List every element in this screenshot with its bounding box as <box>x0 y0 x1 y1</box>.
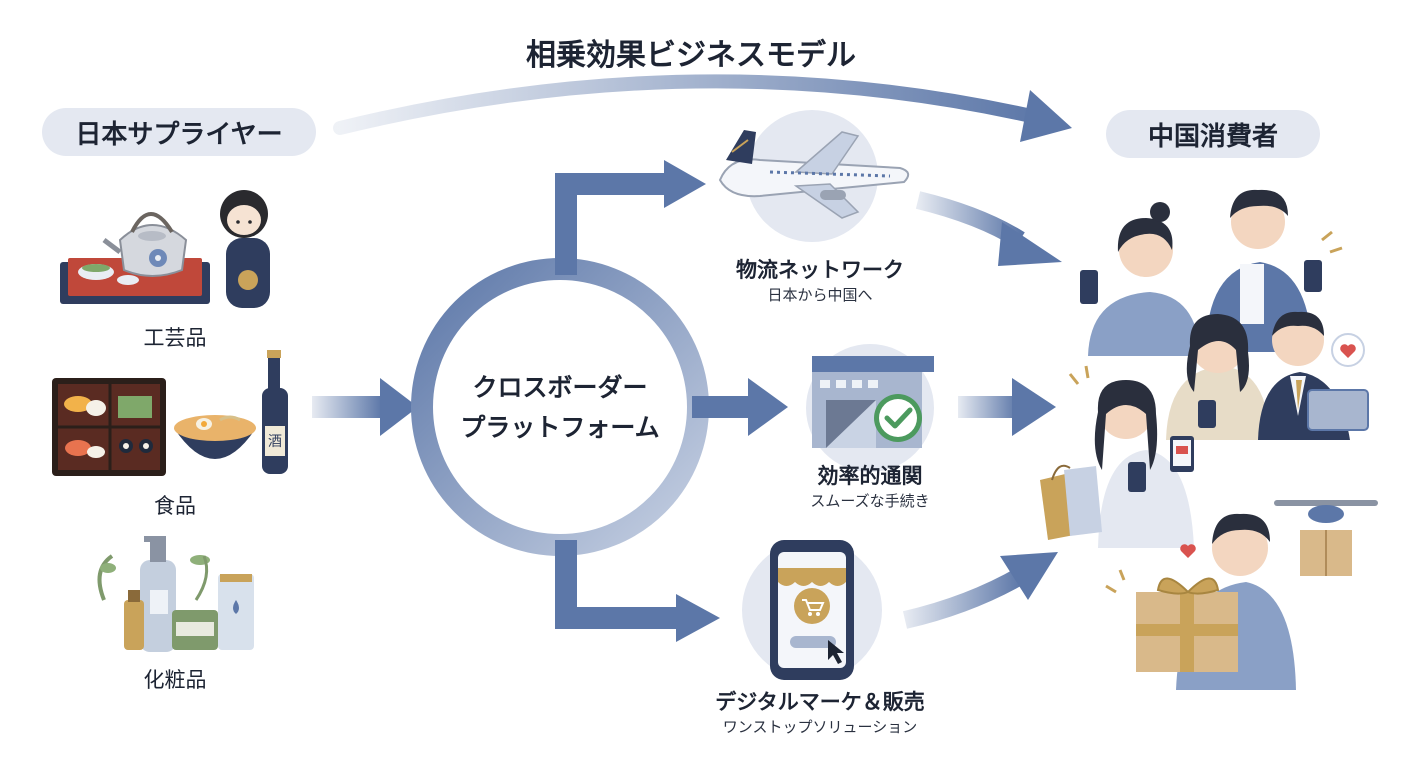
crafts-illustration <box>60 190 270 308</box>
platform-label: クロスボーダー プラットフォーム <box>440 368 680 448</box>
platform-line-1: クロスボーダー <box>472 373 648 402</box>
category-label-cosmetics: 化粧品 <box>143 668 207 692</box>
platform-line-2: プラットフォーム <box>460 413 660 442</box>
cosmetics-illustration <box>97 536 254 652</box>
logistics-subtitle: 日本から中国へ <box>767 286 873 304</box>
category-label-food: 食品 <box>154 494 196 518</box>
food-illustration <box>52 350 288 476</box>
logistics-title: 物流ネットワーク <box>736 258 904 282</box>
customs-title: 効率的通関 <box>817 464 923 488</box>
customs-subtitle: スムーズな手続き <box>810 492 930 510</box>
branch-arrow-customs <box>692 378 788 436</box>
consumers-header: 中国消費者 <box>1106 110 1320 158</box>
diagram-title: 相乗効果ビジネスモデル <box>526 38 856 73</box>
digital-sales-title: デジタルマーケ＆販売 <box>715 690 925 714</box>
digital-sales-illustration <box>742 540 882 680</box>
branch-arrow-logistics <box>555 160 706 275</box>
airplane-illustration <box>718 110 910 242</box>
suppliers-header: 日本サプライヤー <box>42 108 316 156</box>
branch-arrow-marketing <box>555 540 720 642</box>
marketing-to-consumer-arrow <box>902 552 1058 629</box>
digital-sales-subtitle: ワンストップソリューション <box>722 718 918 736</box>
customs-to-consumer-arrow <box>958 378 1056 436</box>
input-arrow <box>312 378 418 436</box>
customs-illustration <box>806 344 934 472</box>
synergy-arrow <box>333 74 1072 142</box>
logistics-to-consumer-arrow <box>915 191 1062 266</box>
category-label-crafts: 工芸品 <box>143 326 207 350</box>
consumers-illustration <box>1040 189 1378 690</box>
sake-label: 酒 <box>268 434 282 450</box>
